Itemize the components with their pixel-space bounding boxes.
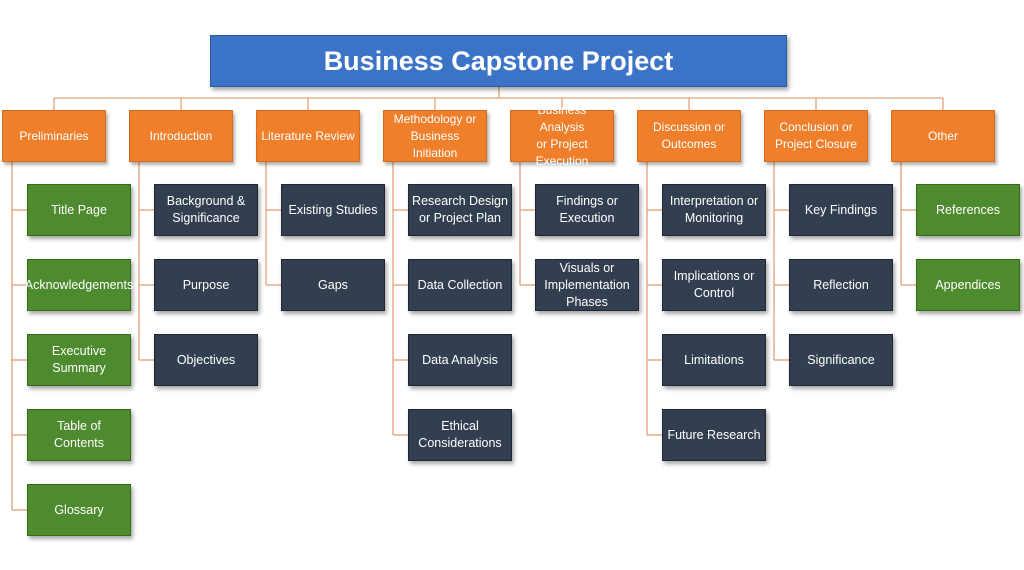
node-significance: Significance <box>789 334 893 386</box>
node-future-research: Future Research <box>662 409 766 461</box>
header-methodology-or-business-initiation: Methodology or Business Initiation <box>383 110 487 162</box>
header-business-analysis-or-project-execution: Business Analysis or Project Execution <box>510 103 614 168</box>
header-other: Other <box>891 110 995 162</box>
node-executive-summary: Executive Summary <box>27 334 131 386</box>
header-conclusion-or-project-closure: Conclusion or Project Closure <box>764 110 868 162</box>
node-ethical-considerations: Ethical Considerations <box>408 409 512 461</box>
node-references: References <box>916 184 1020 236</box>
header-literature-review: Literature Review <box>256 110 360 162</box>
node-research-design-or-project-plan: Research Design or Project Plan <box>408 184 512 236</box>
node-table-of-contents: Table of Contents <box>27 409 131 461</box>
node-appendices: Appendices <box>916 259 1020 311</box>
page-title: Business Capstone Project <box>210 35 787 87</box>
node-background-significance: Background & Significance <box>154 184 258 236</box>
node-data-analysis: Data Analysis <box>408 334 512 386</box>
node-data-collection: Data Collection <box>408 259 512 311</box>
header-introduction: Introduction <box>129 110 233 162</box>
node-findings-or-execution: Findings or Execution <box>535 184 639 236</box>
node-glossary: Glossary <box>27 484 131 536</box>
node-interpretation-or-monitoring: Interpretation or Monitoring <box>662 184 766 236</box>
node-visuals-or-implementation-phases: Visuals or Implementation Phases <box>535 259 639 311</box>
node-key-findings: Key Findings <box>789 184 893 236</box>
node-existing-studies: Existing Studies <box>281 184 385 236</box>
node-limitations: Limitations <box>662 334 766 386</box>
node-reflection: Reflection <box>789 259 893 311</box>
node-acknowledgements: Acknowledgements <box>25 259 133 311</box>
node-title-page: Title Page <box>27 184 131 236</box>
node-objectives: Objectives <box>154 334 258 386</box>
node-implications-or-control: Implications or Control <box>662 259 766 311</box>
node-gaps: Gaps <box>281 259 385 311</box>
node-purpose: Purpose <box>154 259 258 311</box>
header-preliminaries: Preliminaries <box>2 110 106 162</box>
header-discussion-or-outcomes: Discussion or Outcomes <box>637 110 741 162</box>
